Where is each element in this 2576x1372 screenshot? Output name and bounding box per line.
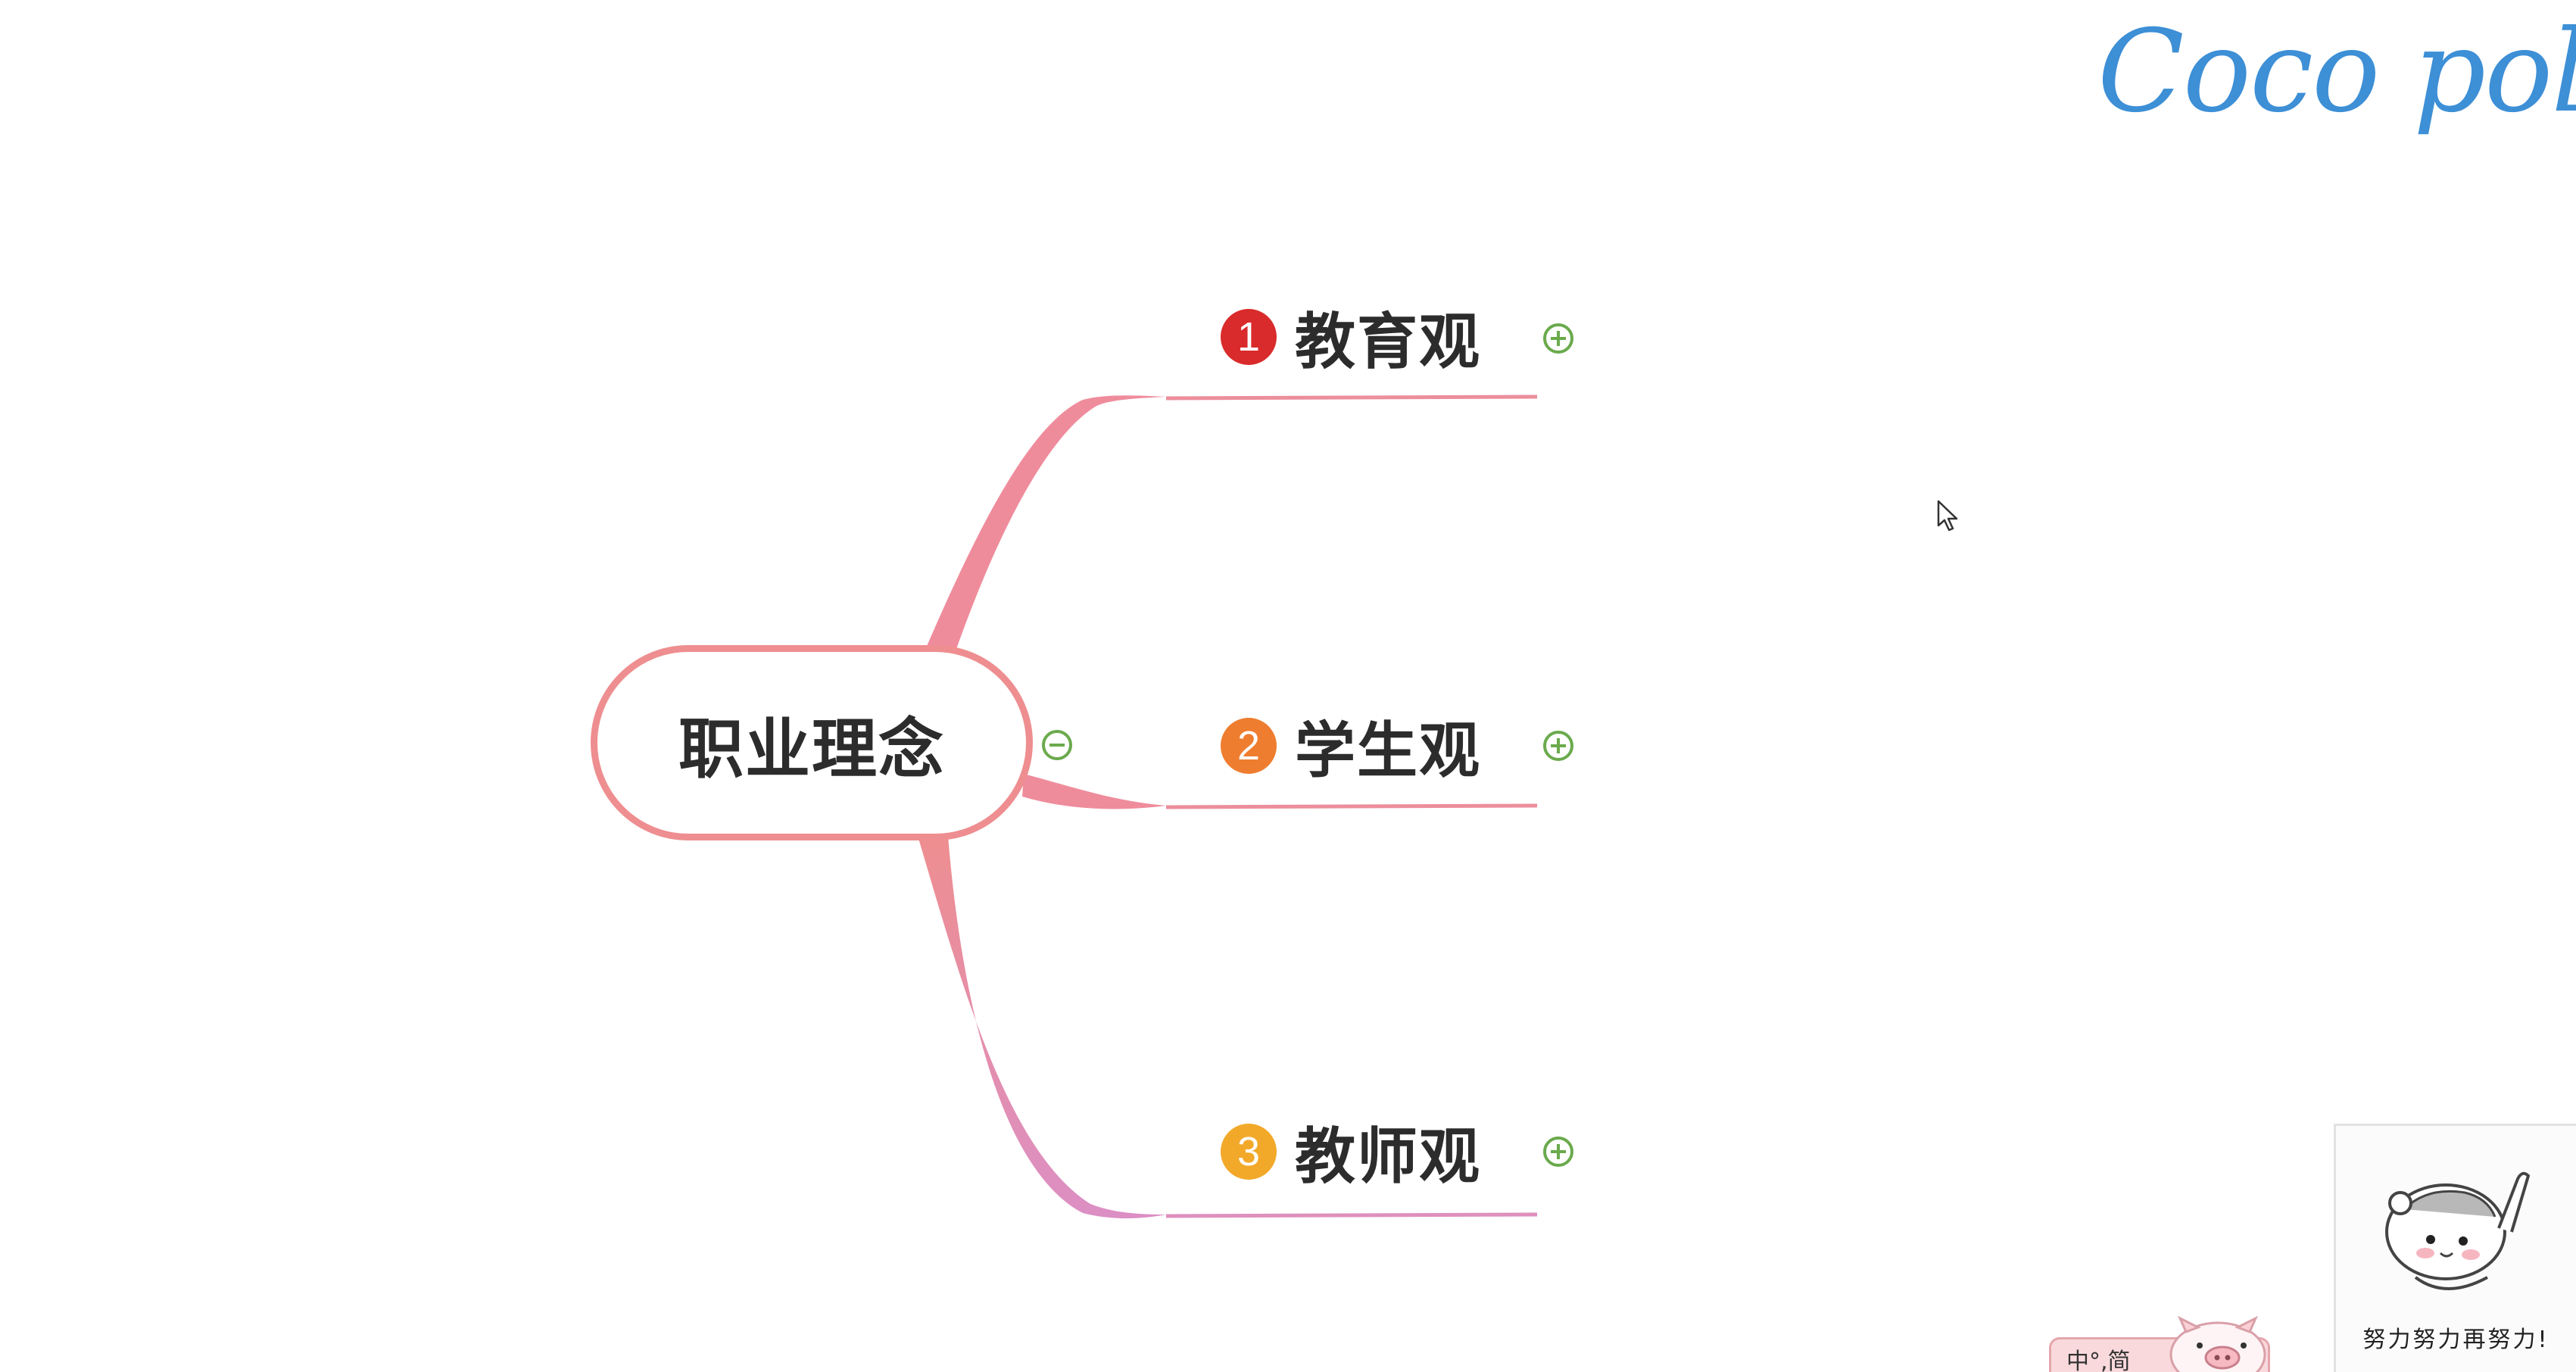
priority-1-icon: 1 bbox=[1221, 309, 1277, 365]
connector-branch-2 bbox=[1022, 774, 1166, 809]
branch-topic-2[interactable]: 2 学生观 bbox=[1221, 704, 1481, 787]
sticker-caption: 努力努力再努力! bbox=[2362, 1327, 2549, 1353]
underline-branch-2 bbox=[1165, 803, 1538, 809]
ime-status-text: 中°,简 bbox=[2066, 1349, 2131, 1372]
hamster-icon bbox=[2385, 1171, 2531, 1290]
branch-topic-label: 学生观 bbox=[1295, 716, 1481, 786]
central-topic-label: 职业理念 bbox=[678, 711, 945, 787]
mouse-cursor-icon bbox=[1937, 500, 1958, 532]
expand-icon[interactable] bbox=[1542, 322, 1575, 355]
underline-branch-3 bbox=[1165, 1212, 1538, 1218]
underline-branch-1 bbox=[1165, 394, 1538, 401]
pig-icon bbox=[2169, 1315, 2266, 1372]
sticker-card[interactable]: 努力努力再努力! bbox=[2334, 1124, 2576, 1372]
central-topic[interactable]: 职业理念 bbox=[591, 645, 1033, 840]
collapse-icon[interactable] bbox=[1040, 728, 1074, 762]
branch-topic-label: 教育观 bbox=[1295, 307, 1481, 377]
connector-branch-3 bbox=[918, 836, 1166, 1219]
watermark-logo: Coco polaris bbox=[2097, 6, 2576, 138]
branch-topic-1[interactable]: 1 教育观 bbox=[1221, 295, 1481, 379]
connector-branch-1 bbox=[925, 395, 1166, 651]
expand-icon[interactable] bbox=[1542, 729, 1575, 762]
branch-topic-3[interactable]: 3 教师观 bbox=[1221, 1110, 1481, 1193]
ime-status-bar[interactable]: 中°,简 bbox=[2049, 1315, 2270, 1372]
branch-topic-label: 教师观 bbox=[1295, 1121, 1481, 1192]
expand-icon[interactable] bbox=[1542, 1135, 1575, 1168]
priority-3-icon: 3 bbox=[1221, 1124, 1277, 1180]
priority-2-icon: 2 bbox=[1221, 718, 1277, 774]
